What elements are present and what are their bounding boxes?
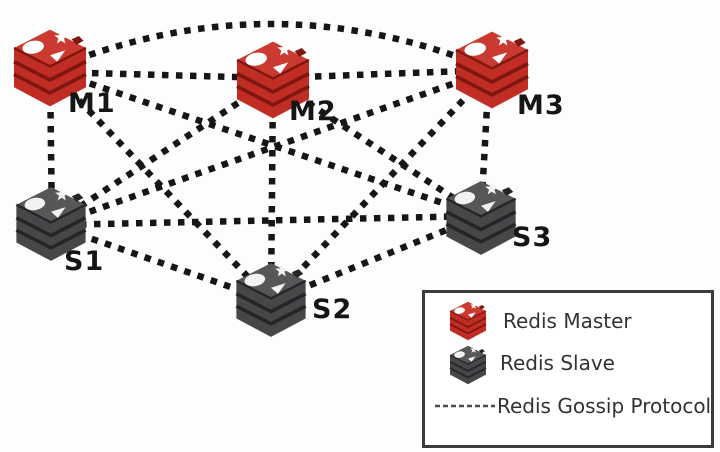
edge-m1-s3 [48,66,483,220]
edge-m2-m3 [272,66,493,82]
node-s1-label: S1 [64,246,105,277]
legend-label-gossip: Redis Gossip Protocol [497,394,712,418]
legend-label-master: Redis Master [503,309,632,333]
edge-s1-s2 [50,221,273,305]
legend-box: Redis Master Redis Slave Redis Gossip Pr… [422,290,714,448]
node-s2 [232,260,310,340]
gossip-line-icon [435,404,495,408]
edge-m2-s1 [50,77,275,228]
edge-m3-s2 [268,67,495,304]
redis-slave-icon [446,181,516,255]
node-s3-label: S3 [512,222,553,253]
edge-m1-m2 [49,68,274,82]
node-m2-label: M2 [289,96,337,127]
redis-slave-icon [236,263,306,337]
legend-label-slave: Redis Slave [500,351,615,375]
redis-slave-icon [450,345,486,385]
edge-s2-s3 [269,212,483,305]
edge-m1-m3 [48,20,494,74]
node-m1-label: M1 [68,88,116,119]
edge-m3-s3 [477,69,493,217]
redis-master-icon [450,301,486,341]
edge-s1-s3 [51,212,482,229]
node-m3-label: M3 [517,90,565,121]
node-s3 [442,178,520,258]
node-s2-label: S2 [312,294,353,325]
